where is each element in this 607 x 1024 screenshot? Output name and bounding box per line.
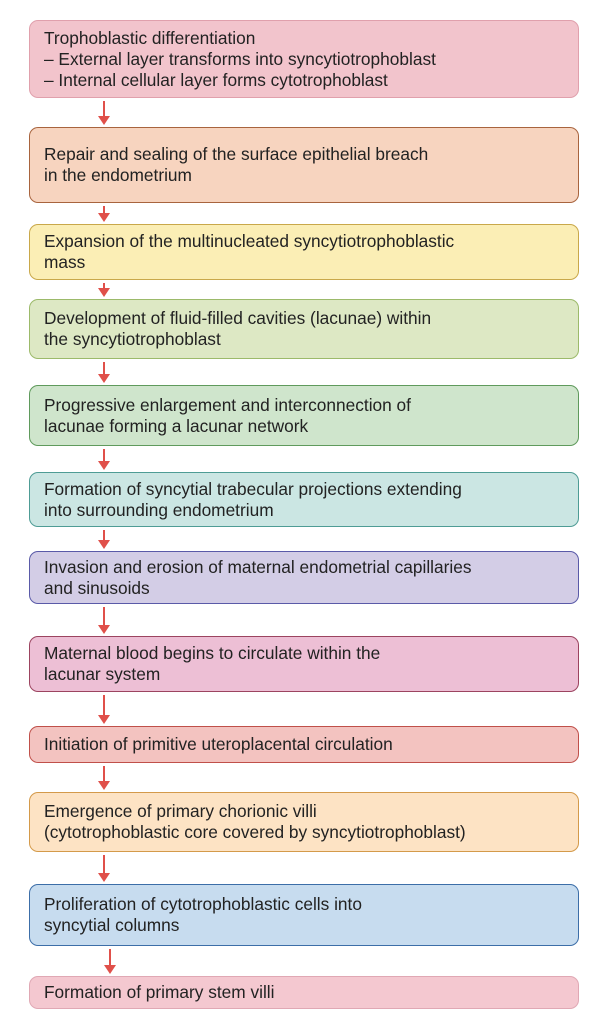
- flow-step-box: Formation of primary stem villi: [29, 976, 579, 1009]
- flow-step-text: Development of fluid-filled cavities (la…: [44, 308, 432, 328]
- flow-step-text: in the endometrium: [44, 165, 192, 185]
- down-arrow-icon: [98, 855, 110, 882]
- flow-step-text: Emergence of primary chorionic villi: [44, 801, 317, 821]
- flow-step-text: syncytial columns: [44, 915, 180, 935]
- down-arrow-icon: [104, 949, 116, 974]
- flow-step-text: Proliferation of cytotrophoblastic cells…: [44, 894, 362, 914]
- down-arrow-icon: [98, 766, 110, 790]
- flow-step-text: Maternal blood begins to circulate withi…: [44, 643, 381, 663]
- flow-step-text: (cytotrophoblastic core covered by syncy…: [44, 822, 466, 842]
- down-arrow-icon: [98, 695, 110, 724]
- flow-step-text: – External layer transforms into syncyti…: [44, 48, 436, 69]
- flow-step-text: Trophoblastic differentiation: [44, 27, 256, 48]
- flow-step-text: lacunae forming a lacunar network: [44, 415, 309, 436]
- flow-step-text: Expansion of the multinucleated syncytio…: [44, 231, 455, 251]
- flow-step-text: the syncytiotrophoblast: [44, 329, 221, 349]
- flow-step-box: Maternal blood begins to circulate withi…: [29, 636, 579, 692]
- down-arrow-icon: [98, 362, 110, 383]
- flow-step-box: Development of fluid-filled cavities (la…: [29, 299, 579, 359]
- flow-step-text: Initiation of primitive uteroplacental c…: [44, 734, 393, 754]
- flow-step-text: Progressive enlargement and interconnect…: [44, 394, 411, 415]
- flow-step-text: Invasion and erosion of maternal endomet…: [44, 556, 472, 577]
- flow-step-text: Formation of syncytial trabecular projec…: [44, 478, 462, 499]
- flow-step-box: Formation of syncytial trabecular projec…: [29, 472, 579, 527]
- flow-step-text: Formation of primary stem villi: [44, 982, 275, 1002]
- flow-step-box: Expansion of the multinucleated syncytio…: [29, 224, 579, 280]
- flow-step-box: Invasion and erosion of maternal endomet…: [29, 551, 579, 604]
- flow-step-text: Repair and sealing of the surface epithe…: [44, 144, 429, 164]
- flow-step-box: Trophoblastic differentiation– External …: [29, 20, 579, 98]
- down-arrow-icon: [98, 283, 110, 297]
- flow-step-text: and sinusoids: [44, 577, 150, 598]
- flow-step-text: lacunar system: [44, 664, 161, 684]
- down-arrow-icon: [98, 101, 110, 125]
- down-arrow-icon: [98, 449, 110, 470]
- flow-step-text: mass: [44, 252, 86, 272]
- flow-step-box: Initiation of primitive uteroplacental c…: [29, 726, 579, 763]
- down-arrow-icon: [98, 206, 110, 222]
- flow-step-text: – Internal cellular layer forms cytotrop…: [44, 69, 388, 90]
- down-arrow-icon: [98, 530, 110, 549]
- flow-step-text: into surrounding endometrium: [44, 499, 274, 520]
- flow-step-box: Proliferation of cytotrophoblastic cells…: [29, 884, 579, 946]
- flow-step-box: Emergence of primary chorionic villi(cyt…: [29, 792, 579, 852]
- flow-step-box: Progressive enlargement and interconnect…: [29, 385, 579, 446]
- down-arrow-icon: [98, 607, 110, 634]
- flow-step-box: Repair and sealing of the surface epithe…: [29, 127, 579, 203]
